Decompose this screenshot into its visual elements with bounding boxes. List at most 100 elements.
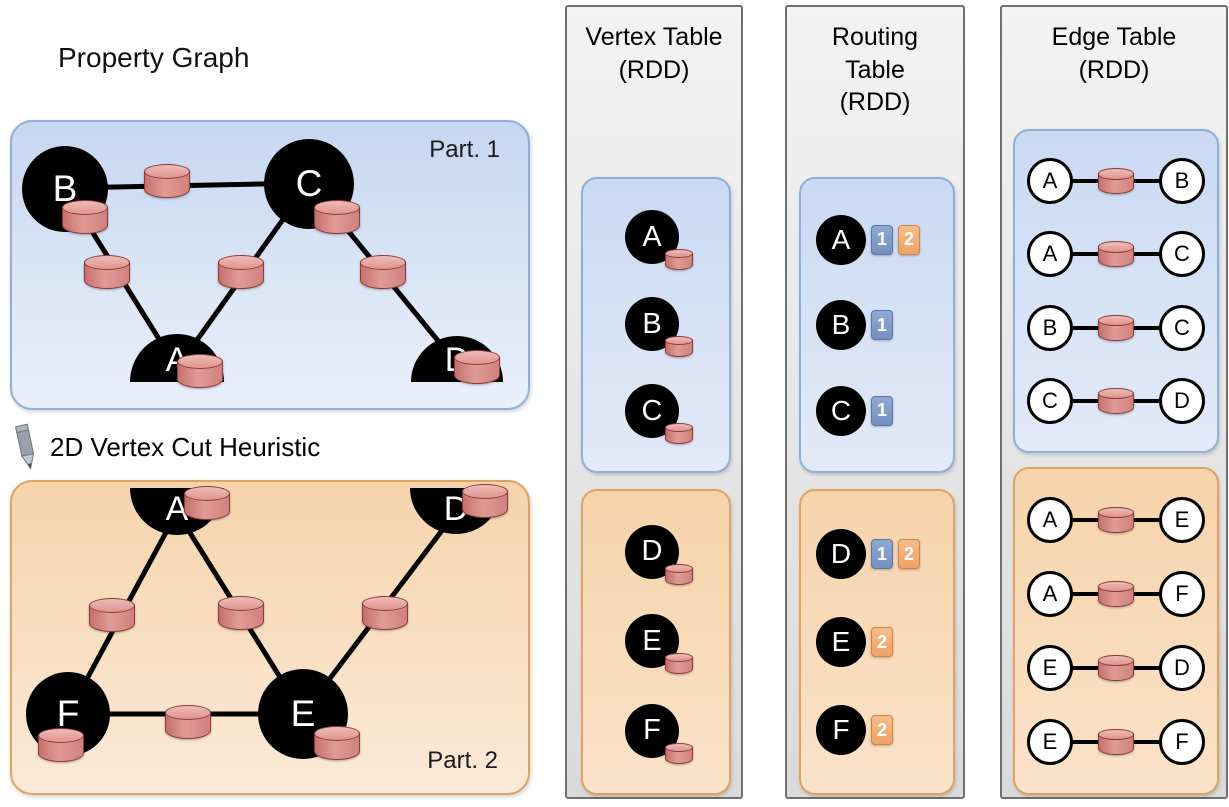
edge-property-cylinder-icon bbox=[84, 255, 130, 289]
partition-badge: 2 bbox=[898, 224, 920, 255]
edge-row: E D bbox=[1015, 645, 1217, 691]
edge-src-circle: E bbox=[1027, 719, 1073, 765]
edge-row: A B bbox=[1015, 158, 1217, 205]
edge-connector bbox=[1068, 231, 1164, 277]
routing-table-partition-2: D 1 2 E 2 F 2 bbox=[799, 489, 955, 795]
edge-table-title: Edge Table (RDD) bbox=[1051, 23, 1177, 84]
edge-dst-circle: E bbox=[1159, 497, 1205, 543]
cylinder-top bbox=[1098, 241, 1134, 253]
vertex-circle: A bbox=[816, 214, 866, 265]
vertex-table-row: B bbox=[625, 297, 693, 357]
cylinder-top bbox=[1098, 168, 1134, 180]
vertex-property-cylinder-icon bbox=[184, 486, 230, 520]
cylinder-top bbox=[1098, 729, 1134, 741]
vertex-circle: F bbox=[816, 705, 866, 755]
edge-dst-circle: B bbox=[1159, 158, 1205, 205]
edge-src-circle: C bbox=[1027, 377, 1073, 424]
vertex-table-row: C bbox=[625, 384, 693, 444]
vertex-property-cylinder-icon bbox=[177, 354, 223, 388]
edge-property-cylinder-icon bbox=[1098, 387, 1134, 414]
cylinder-top bbox=[665, 653, 693, 663]
edge-table-panel: Edge Table (RDD) A B A C B C C D A E bbox=[1000, 5, 1228, 799]
edge-property-cylinder-icon bbox=[1098, 168, 1134, 195]
routing-row: E 2 bbox=[801, 617, 953, 667]
edge-src-circle: E bbox=[1027, 645, 1073, 691]
edge-row: A E bbox=[1015, 497, 1217, 543]
edge-src-circle: A bbox=[1027, 158, 1073, 205]
cylinder-top bbox=[165, 705, 211, 720]
edge-connector bbox=[1068, 497, 1164, 543]
partition-badge: 1 bbox=[871, 224, 893, 255]
cylinder-top bbox=[1098, 314, 1134, 326]
partition-badge: 1 bbox=[871, 539, 893, 569]
edge-connector bbox=[1068, 378, 1164, 424]
partition-2-label: Part. 2 bbox=[427, 747, 498, 774]
cylinder-top bbox=[1098, 387, 1134, 400]
edge-dst-circle: F bbox=[1159, 571, 1205, 617]
edge-property-cylinder-icon bbox=[89, 598, 135, 632]
cylinder-top bbox=[144, 164, 190, 179]
vertex-property-cylinder-icon bbox=[38, 728, 84, 762]
edge-property-cylinder-icon bbox=[360, 255, 406, 289]
routing-row: A 1 2 bbox=[801, 214, 953, 265]
partition-badge: 2 bbox=[898, 539, 920, 569]
property-cylinder-icon bbox=[665, 742, 693, 764]
edge-connector bbox=[1068, 158, 1164, 204]
cylinder-top bbox=[177, 354, 223, 369]
vertex-property-cylinder-icon bbox=[314, 200, 360, 234]
vertex-table-row: D bbox=[625, 524, 693, 585]
partition-badge: 1 bbox=[871, 395, 893, 426]
vertex-cut-row: 2D Vertex Cut Heuristic bbox=[12, 418, 320, 476]
edge-property-cylinder-icon bbox=[144, 164, 190, 198]
cylinder-top bbox=[1098, 507, 1134, 519]
partition-badge: 2 bbox=[871, 627, 893, 657]
vertex-property-cylinder-icon bbox=[314, 726, 360, 760]
edge-row: A C bbox=[1015, 231, 1217, 278]
routing-table-panel: Routing Table (RDD) A 1 2 B 1 C 1 D 1 2 … bbox=[785, 5, 965, 799]
vertex-table-row: F bbox=[625, 703, 693, 764]
cylinder-top bbox=[1098, 655, 1134, 667]
edge-src-circle: B bbox=[1027, 304, 1073, 351]
cylinder-top bbox=[89, 598, 135, 613]
edge-property-cylinder-icon bbox=[218, 255, 264, 289]
edge-table-partition-1: A B A C B C C D bbox=[1013, 129, 1219, 453]
edge-row: E F bbox=[1015, 719, 1217, 765]
cylinder-top bbox=[314, 726, 360, 741]
routing-row: F 2 bbox=[801, 705, 953, 755]
edge-connector bbox=[1068, 305, 1164, 351]
vertex-circle: E bbox=[816, 617, 866, 667]
cylinder-top bbox=[38, 728, 84, 743]
edge-src-circle: A bbox=[1027, 231, 1073, 278]
property-cylinder-icon bbox=[665, 653, 693, 674]
vertex-E: E bbox=[258, 669, 348, 759]
cylinder-top bbox=[665, 563, 693, 573]
edge-property-cylinder-icon bbox=[218, 596, 264, 630]
vertex-circle: E bbox=[625, 614, 679, 668]
property-cylinder-icon bbox=[665, 336, 693, 357]
cylinder-top bbox=[665, 423, 693, 433]
edge-connector bbox=[1068, 571, 1164, 617]
edge-property-cylinder-icon bbox=[1098, 314, 1134, 341]
edge-src-circle: A bbox=[1027, 497, 1073, 543]
pencil-arrow-icon bbox=[14, 423, 35, 470]
vertex-table-title: Vertex Table (RDD) bbox=[585, 23, 723, 84]
cylinder-top bbox=[84, 255, 130, 270]
cylinder-top bbox=[218, 255, 264, 270]
vertex-table-panel: Vertex Table (RDD) A B C D E F bbox=[565, 5, 743, 799]
vertex-table-partition-1: A B C bbox=[581, 177, 731, 473]
cylinder-top bbox=[362, 596, 408, 611]
cylinder-top bbox=[665, 336, 693, 346]
vertex-table-row: E bbox=[625, 614, 693, 674]
vertex-circle: D bbox=[816, 529, 866, 579]
partition-1-box: B C A D Part. 1 bbox=[10, 120, 530, 410]
cylinder-top bbox=[462, 484, 508, 499]
edge-connector bbox=[1068, 719, 1164, 765]
cylinder-top bbox=[665, 742, 693, 752]
edge-dst-circle: F bbox=[1159, 719, 1205, 765]
cylinder-top bbox=[454, 350, 500, 365]
routing-table-title: Routing Table (RDD) bbox=[831, 23, 919, 116]
edge-property-cylinder-icon bbox=[362, 596, 408, 630]
vertex-circle: C bbox=[816, 385, 866, 436]
cylinder-top bbox=[1098, 581, 1134, 593]
property-cylinder-icon bbox=[665, 563, 693, 585]
